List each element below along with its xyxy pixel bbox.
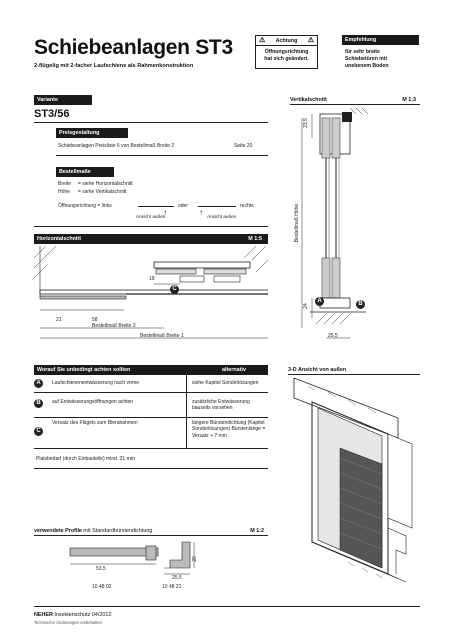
vertikalschnitt-scale: M 1:3 xyxy=(402,97,416,103)
oeffnung-key: Öffnungsrichtung = links xyxy=(58,203,112,209)
marker-b: B xyxy=(34,399,43,408)
hoehe-label: Bestellmaß Höhe xyxy=(294,203,300,243)
achten-row-right: zusätzliche Entwässerung bauseits vorseh… xyxy=(192,399,250,412)
horizontal-section-drawing xyxy=(34,246,268,339)
arrow-up-icon: ↑ xyxy=(199,208,203,217)
achten-row-left: Laufschienenentwässerung nach vorne xyxy=(52,380,140,386)
achtung-text: Öffnungsrichtung xyxy=(264,49,309,55)
achtung-header: ⚠ Achtung ⚠ xyxy=(256,36,317,46)
dim-25-5: 25,5 xyxy=(172,575,182,581)
horizontalschnitt-header: Horizontalschnitt M 1:5 xyxy=(34,234,268,244)
footer-brand: NEHER xyxy=(34,612,53,618)
preisgestaltung-page: Seite 20 xyxy=(234,143,253,149)
hoehe-value: = siehe Vertikalschnitt xyxy=(78,189,127,195)
achten-row-left: auf Entwässerungsöffnungen achten xyxy=(52,399,134,405)
horizontalschnitt-label: Horizontalschnitt xyxy=(37,236,82,242)
marker-a: A xyxy=(34,379,43,388)
warning-icon: ⚠ xyxy=(307,37,314,44)
dim-20: 20 xyxy=(191,556,198,562)
dim-53-5: 53,5 xyxy=(96,566,106,572)
empfehlung-text: unebenem Boden xyxy=(345,63,389,69)
dim-19: 19 xyxy=(149,276,155,282)
profile-header: verwendete Profile mit Standardbürstendi… xyxy=(34,526,268,536)
footer-text: Insektenschutz 04/2012 xyxy=(52,612,112,618)
achten-header: Worauf Sie unbedingt achten sollten alte… xyxy=(34,365,268,375)
achten-row-right: längere Bürstendichtung (Kapitel Sonderl… xyxy=(192,420,266,439)
variante-value: ST3/56 xyxy=(34,108,70,120)
variante-header: Variante xyxy=(34,95,92,105)
dim-top: 23,5 xyxy=(302,118,309,128)
footer-brand-line: NEHER Insektenschutz 04/2012 xyxy=(34,612,111,618)
dim-breite-1: Bestellmaß Breite 1 xyxy=(140,333,184,339)
page-title: Schiebeanlagen ST3 xyxy=(34,36,233,59)
ansicht3d-header: 3-D Ansicht von außen xyxy=(288,365,420,375)
profile-label-bold: verwendete Profile xyxy=(34,528,82,534)
vertikalschnitt-header: Vertikalschnitt M 1:3 xyxy=(290,95,420,105)
3d-view-drawing xyxy=(293,378,413,583)
breite-key: Breite xyxy=(58,181,72,187)
dim-21: 21 xyxy=(56,317,62,323)
empfehlung-box: Empfehlung für sehr breite Schiebetüren … xyxy=(342,35,419,70)
achtung-box: ⚠ Achtung ⚠ Öffnungsrichtung hat sich ge… xyxy=(255,35,318,69)
dim-58: 58 xyxy=(92,317,98,323)
profile-scale: M 1:2 xyxy=(250,528,264,534)
bestellmasse-header: Bestellmaße xyxy=(56,167,114,177)
profiles-drawing xyxy=(69,541,195,575)
empfehlung-text: Schiebetüren mit xyxy=(345,56,388,62)
marker-a: A xyxy=(315,297,324,306)
achten-row-right: siehe Kapitel Sonderlösungen xyxy=(192,380,259,386)
preisgestaltung-text: Schiebeanlagen Preisliste 6 von Bestellm… xyxy=(58,143,175,149)
profile-label-rest: mit Standardbürstendichtung xyxy=(81,528,153,534)
oeffnung-rechts: rechts xyxy=(240,203,254,209)
arrow-up-icon: ↑ xyxy=(163,208,167,217)
platzbedarf: Platzbedarf (durch Einbauteile) mind. 31… xyxy=(36,456,135,462)
achtung-label: Achtung xyxy=(275,38,298,44)
vertical-section-drawing xyxy=(301,108,369,339)
achten-row-left: Versatz des Flügels zum Blendrahmen xyxy=(52,420,138,426)
preisgestaltung-header: Preisgestaltung xyxy=(56,128,128,138)
vertikalschnitt-label: Vertikalschnitt xyxy=(290,97,327,103)
marker-c: C xyxy=(170,285,179,294)
warning-icon: ⚠ xyxy=(259,37,266,44)
profile-code: 10 48 21 xyxy=(162,584,182,590)
dim-breite-2: Bestellmaß Breite 2 xyxy=(92,323,136,329)
ansicht-label-left: Ansicht außen xyxy=(136,214,166,219)
dim-24: 24 xyxy=(302,303,309,309)
profile-code: 10 48 02 xyxy=(92,584,112,590)
page-subtitle: 2-flügelig mit 2-facher Laufschiene als … xyxy=(34,63,194,69)
ansicht3d-label: 3-D Ansicht von außen xyxy=(288,367,347,373)
dim-bottom: 25,5 xyxy=(328,333,338,339)
achten-col1: Worauf Sie unbedingt achten sollten xyxy=(37,367,131,373)
marker-b: B xyxy=(356,300,365,309)
breite-value: = siehe Horizontalschnitt xyxy=(78,181,133,187)
marker-c: C xyxy=(34,427,43,436)
horizontalschnitt-scale: M 1:5 xyxy=(248,236,262,242)
empfehlung-text: für sehr breite xyxy=(345,49,380,55)
ansicht-label-right: Ansicht außen xyxy=(207,214,237,219)
oeffnung-oder: oder xyxy=(178,203,189,209)
footer-note: Technische Änderungen vorbehalten xyxy=(34,620,102,625)
empfehlung-header: Empfehlung xyxy=(342,35,419,45)
hoehe-key: Höhe xyxy=(58,189,70,195)
achten-col2: alternativ xyxy=(222,367,246,373)
achtung-text: hat sich geändert. xyxy=(264,56,309,62)
